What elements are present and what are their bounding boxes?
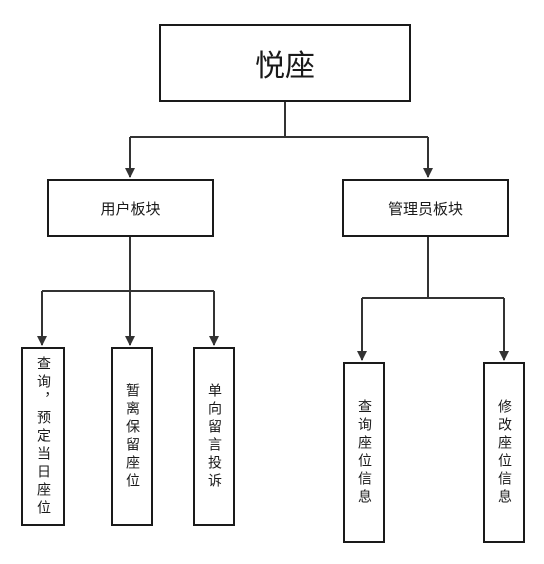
pause-keep-seat-label: 暂离保留座位	[124, 382, 140, 491]
query-book-seat-label: 查询，预定当日座位	[35, 355, 51, 518]
complaint-message-node: 单向留言投诉	[193, 347, 235, 526]
root-node-label: 悦座	[255, 49, 315, 84]
admin-modify-seat-info-node: 修改座位信息	[483, 362, 525, 543]
query-book-seat-node: 查询，预定当日座位	[21, 347, 65, 526]
admin-query-seat-info-node: 查询座位信息	[343, 362, 385, 543]
complaint-message-label: 单向留言投诉	[206, 382, 222, 491]
admin-query-seat-info-label: 查询座位信息	[356, 398, 372, 507]
admin-block-node: 管理员板块	[342, 179, 509, 237]
root-node: 悦座	[159, 24, 411, 102]
admin-modify-seat-info-label: 修改座位信息	[496, 398, 512, 507]
user-block-node: 用户板块	[47, 179, 214, 237]
admin-block-label: 管理员板块	[387, 199, 463, 218]
pause-keep-seat-node: 暂离保留座位	[111, 347, 153, 526]
user-block-label: 用户板块	[100, 199, 161, 218]
